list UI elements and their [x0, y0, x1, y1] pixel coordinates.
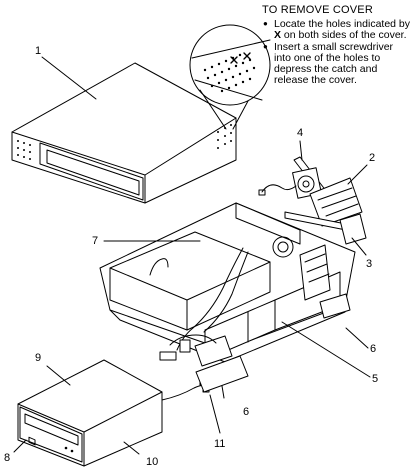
remove-cover-instructions: TO REMOVE COVER Locate the holes indicat…: [262, 5, 412, 88]
callout-5: 5: [372, 373, 379, 385]
optical-drive: [13, 355, 249, 467]
hole-detail-magnifier: [189, 24, 271, 130]
callout-2: 2: [369, 152, 376, 164]
instructions-title: TO REMOVE COVER: [262, 4, 373, 16]
callout-1: 1: [35, 45, 42, 57]
callout-3: 3: [366, 258, 373, 270]
instructions-list: Locate the holes indicated by X on both …: [262, 18, 412, 86]
x-marker-label: X: [274, 28, 282, 41]
cover-holes-left: [17, 140, 31, 160]
callout-7: 7: [92, 235, 99, 247]
callout-10: 10: [146, 456, 159, 468]
callout-6-upper: 6: [370, 343, 377, 355]
enclosure-cover: [11, 56, 237, 204]
instruction-step-1: Locate the holes indicated by X on both …: [263, 18, 412, 41]
instruction-step-2: Insert a small screwdriver into one of t…: [263, 42, 412, 85]
callout-9: 9: [35, 352, 42, 364]
callout-8: 8: [4, 452, 11, 464]
callout-6-lower: 6: [243, 406, 250, 418]
callout-4: 4: [297, 127, 304, 139]
chassis-tray: [99, 202, 371, 378]
x-mark-icon: [230, 52, 251, 64]
fan-bracket-assembly: [258, 140, 368, 256]
callout-11: 11: [214, 438, 226, 450]
